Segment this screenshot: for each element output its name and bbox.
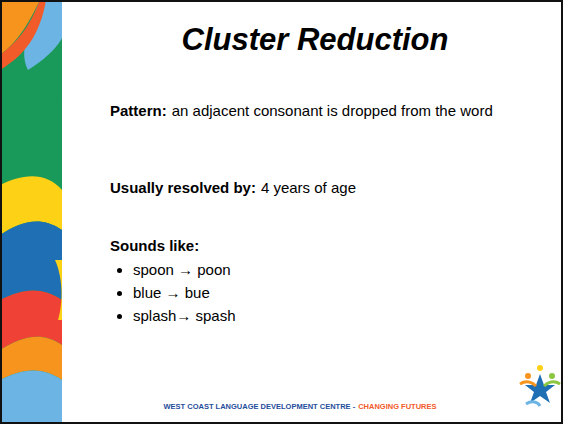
text-paragraph: splash→ spash [133, 306, 433, 326]
bullet-dot [117, 268, 122, 273]
text-paragraph: blue → bue [133, 283, 433, 303]
bullet-dot [117, 314, 122, 319]
text-paragraph: Pattern: an adjacent consonant is dropped… [110, 101, 540, 121]
field-heading: Sounds like: [110, 237, 199, 254]
field-text: an adjacent consonant is dropped from th… [172, 102, 493, 119]
field-text: 4 years of age [261, 179, 356, 196]
field-text: splash→ spash [133, 307, 236, 324]
text-paragraph: Sounds like: [110, 236, 540, 256]
field-text: spoon → poon [133, 261, 231, 278]
slide-title: Cluster Reduction [80, 22, 550, 58]
bullet-dot [117, 291, 122, 296]
field-heading: Usually resolved by: [110, 179, 256, 196]
field-text: blue → bue [133, 284, 210, 301]
footer: WEST COAST LANGUAGE DEVELOPMENT CENTRE -… [80, 402, 520, 411]
footer-text: WEST COAST LANGUAGE DEVELOPMENT CENTRE - [163, 402, 355, 411]
field-heading: Pattern: [110, 102, 167, 119]
text-paragraph: Usually resolved by: 4 years of age [110, 178, 540, 198]
text-paragraph: spoon → poon [133, 260, 433, 280]
footer-text: CHANGING FUTURES [358, 402, 436, 411]
